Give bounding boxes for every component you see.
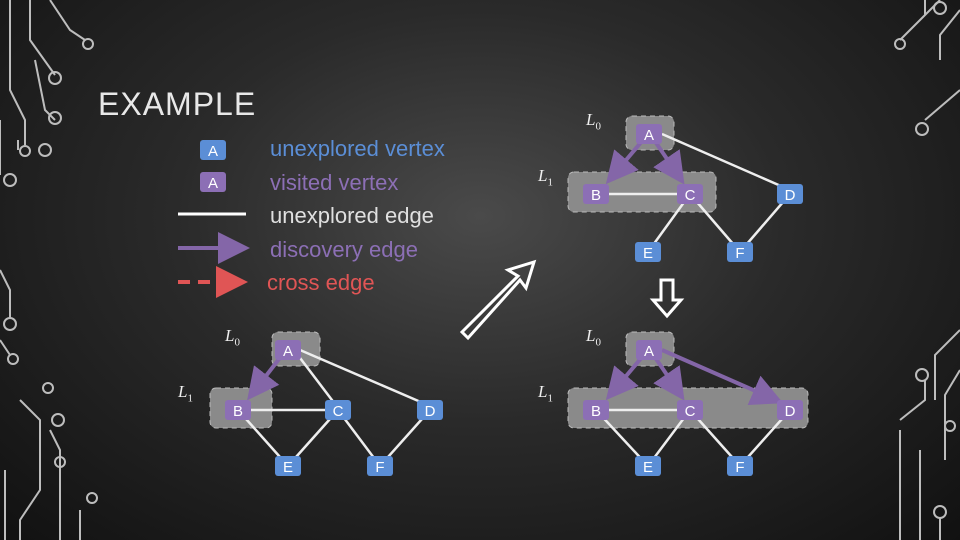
- vertex-d: D: [417, 400, 443, 420]
- level-label-l0-bottom-right: L0: [586, 326, 601, 349]
- edge-a-d-discovery: [661, 348, 784, 406]
- edge-a-c: [293, 349, 339, 409]
- edge-a-d: [661, 132, 791, 192]
- vertex-a: A: [275, 340, 301, 360]
- vertex-e: E: [275, 456, 301, 476]
- legend-cross-edge-label: cross edge: [267, 270, 375, 295]
- graph-top-right: A B C D E F: [567, 115, 803, 262]
- svg-text:B: B: [591, 187, 601, 204]
- vertex-d: D: [777, 184, 803, 204]
- hollow-arrow-diagonal-icon: [459, 259, 537, 341]
- svg-text:A: A: [644, 343, 654, 360]
- svg-text:F: F: [375, 459, 384, 476]
- svg-text:C: C: [685, 187, 696, 204]
- circuit-decoration-left: [0, 0, 98, 540]
- legend-visited-vertex-letter: A: [208, 175, 218, 192]
- legend-unexplored-vertex-letter: A: [208, 143, 218, 160]
- slide-title: EXAMPLE: [98, 86, 257, 122]
- vertex-e: E: [635, 242, 661, 262]
- level-label-l1-bottom-right: L1: [538, 382, 553, 405]
- vertex-b: B: [225, 400, 251, 420]
- svg-text:E: E: [643, 459, 653, 476]
- legend-unexplored-vertex-swatch: [200, 140, 226, 160]
- legend-unexplored-vertex-label: unexplored vertex: [270, 136, 445, 161]
- vertex-c: C: [677, 184, 703, 204]
- graph-bottom-right: A B C D E F: [567, 331, 809, 476]
- svg-text:E: E: [283, 459, 293, 476]
- vertex-e: E: [635, 456, 661, 476]
- vertex-f: F: [727, 456, 753, 476]
- svg-text:D: D: [785, 403, 796, 420]
- svg-text:F: F: [735, 245, 744, 262]
- level-label-l0-top-right: L0: [586, 110, 601, 133]
- svg-text:C: C: [685, 403, 696, 420]
- svg-text:A: A: [283, 343, 293, 360]
- legend-visited-vertex-swatch: [200, 172, 226, 192]
- hollow-arrow-down-icon: [649, 278, 685, 319]
- svg-text:C: C: [333, 403, 344, 420]
- legend-unexplored-edge-label: unexplored edge: [270, 203, 434, 228]
- level-label-l1-top-right: L1: [538, 166, 553, 189]
- vertex-c: C: [325, 400, 351, 420]
- vertex-f: F: [727, 242, 753, 262]
- svg-text:F: F: [735, 459, 744, 476]
- graph-bottom-left: A B C D E F: [209, 331, 443, 476]
- circuit-decoration-right: [894, 0, 960, 540]
- vertex-d: D: [777, 400, 803, 420]
- svg-text:B: B: [591, 403, 601, 420]
- svg-text:B: B: [233, 403, 243, 420]
- vertex-a: A: [636, 340, 662, 360]
- svg-text:D: D: [785, 187, 796, 204]
- svg-text:E: E: [643, 245, 653, 262]
- vertex-c: C: [677, 400, 703, 420]
- legend-discovery-edge-label: discovery edge: [270, 237, 418, 262]
- vertex-b: B: [583, 184, 609, 204]
- vertex-b: B: [583, 400, 609, 420]
- svg-text:A: A: [644, 127, 654, 144]
- level-label-l1-bottom-left: L1: [178, 382, 193, 405]
- svg-text:D: D: [425, 403, 436, 420]
- vertex-f: F: [367, 456, 393, 476]
- vertex-a: A: [636, 124, 662, 144]
- legend-visited-vertex-label: visited vertex: [270, 170, 399, 195]
- edge-a-d: [299, 348, 431, 408]
- level-label-l0-bottom-left: L0: [225, 326, 240, 349]
